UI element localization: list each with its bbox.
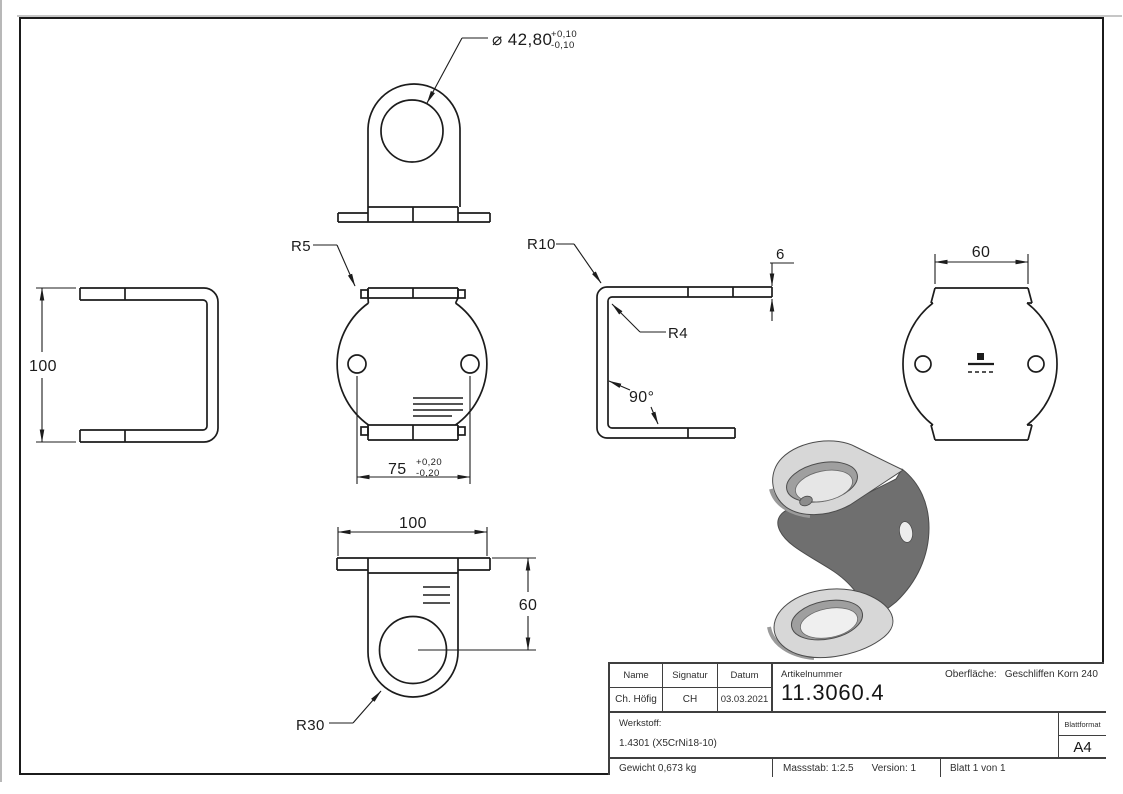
surface-value: Geschliffen Korn 240 (1004, 669, 1098, 680)
dim-r30-text: R30 (296, 717, 325, 734)
page-edge (0, 0, 2, 782)
dim-r4-leader (611, 303, 666, 333)
title-block: Name Signatur Datum Ch. Höfig CH 03.03.2… (608, 662, 1106, 777)
dim-height-100 (36, 287, 76, 443)
dim-r10-leader (556, 243, 602, 284)
web-hole (898, 521, 914, 543)
grind-marks (413, 397, 463, 604)
dim-plan-length-text: 100 (399, 515, 427, 532)
dim-r5-leader (313, 244, 356, 287)
date-value: 03.03.2021 (718, 688, 773, 713)
date-header: Datum (718, 664, 773, 688)
material-value: 1.4301 (X5CrNi18-10) (619, 738, 717, 749)
scale-cell: Massstab: 1:2.5 Version: 1 (773, 759, 941, 777)
dim-r30-leader (329, 690, 382, 724)
sheet-format-value: A4 (1073, 739, 1092, 756)
dim-r10-text: R10 (527, 236, 556, 253)
article-number-value: 11.3060.4 (781, 680, 885, 705)
surface-symbol (968, 353, 994, 373)
dim-diameter-text: ⌀ 42,80 (492, 30, 552, 49)
bottom-hole (799, 607, 859, 639)
dim-r5-text: R5 (291, 238, 311, 255)
surface-finish: Oberfläche: Geschliffen Korn 240 (945, 669, 1098, 680)
dim-angle-90 (608, 380, 659, 425)
material-cell: Werkstoff: 1.4301 (X5CrNi18-10) (610, 713, 1059, 759)
sheet-format-cell: Blattformat A4 (1059, 713, 1106, 759)
material-label: Werkstoff: (619, 718, 662, 729)
dim-diameter-tol-plus: +0,10 (551, 29, 577, 40)
mount-hole-right (1027, 355, 1045, 373)
mount-hole-left (347, 354, 367, 374)
view-plan (336, 557, 491, 698)
dim-spacing-text: 75 (388, 461, 407, 478)
dim-thickness-6 (769, 262, 794, 321)
top-hole (795, 469, 853, 503)
view-isometric-3d (767, 440, 930, 660)
view-left-profile (79, 287, 219, 443)
top-small-hole (799, 495, 813, 507)
signature-header: Signatur (663, 664, 718, 688)
version-value: Version: 1 (871, 762, 917, 774)
mount-hole-right (460, 354, 480, 374)
sheet-format-label: Blattformat (1059, 713, 1106, 736)
top-flange-edge (769, 488, 811, 518)
dim-spacing-tol-plus: +0,20 (416, 457, 442, 468)
dim-spacing-75 (356, 376, 471, 484)
dim-diameter-leader (426, 37, 488, 104)
view-front (336, 287, 488, 441)
mount-hole-left (914, 355, 932, 373)
view-rear (902, 287, 1058, 441)
view-top-loop (337, 83, 491, 223)
dimension-texts: ⌀ 42,80 +0,10 -0,10 100 R5 75 +0,20 -0,2… (29, 29, 990, 734)
drawing-frame (19, 17, 1104, 775)
dim-width-60 (934, 254, 1029, 284)
view-side-profile (596, 286, 773, 439)
dim-angle-text: 90° (629, 389, 654, 406)
weight-cell: Gewicht 0,673 kg (610, 759, 773, 777)
large-hole-outline (380, 99, 444, 163)
article-cell: Artikelnummer 11.3060.4 Oberfläche: Gesch… (773, 664, 1106, 713)
dim-thickness-text: 6 (776, 246, 785, 263)
scale-value: Massstab: 1:2.5 (783, 762, 854, 774)
surface-label: Oberfläche: (945, 669, 997, 680)
dim-length-100 (337, 527, 488, 556)
name-value: Ch. Höfig (610, 688, 663, 713)
name-header: Name (610, 664, 663, 688)
dim-depth-60 (418, 557, 536, 651)
dim-r4-text: R4 (668, 325, 688, 342)
dim-spacing-tol-minus: -0,20 (416, 468, 440, 479)
signature-value: CH (663, 688, 718, 713)
sheet-number-cell: Blatt 1 von 1 (950, 762, 1006, 774)
frame-shadow (17, 15, 1122, 17)
article-number-label: Artikelnummer (781, 669, 843, 680)
dim-diameter-tol-minus: -0,10 (551, 40, 575, 51)
dim-plan-depth-text: 60 (519, 597, 538, 614)
dim-height-text: 100 (29, 358, 57, 375)
dim-rear-width-text: 60 (972, 244, 991, 261)
